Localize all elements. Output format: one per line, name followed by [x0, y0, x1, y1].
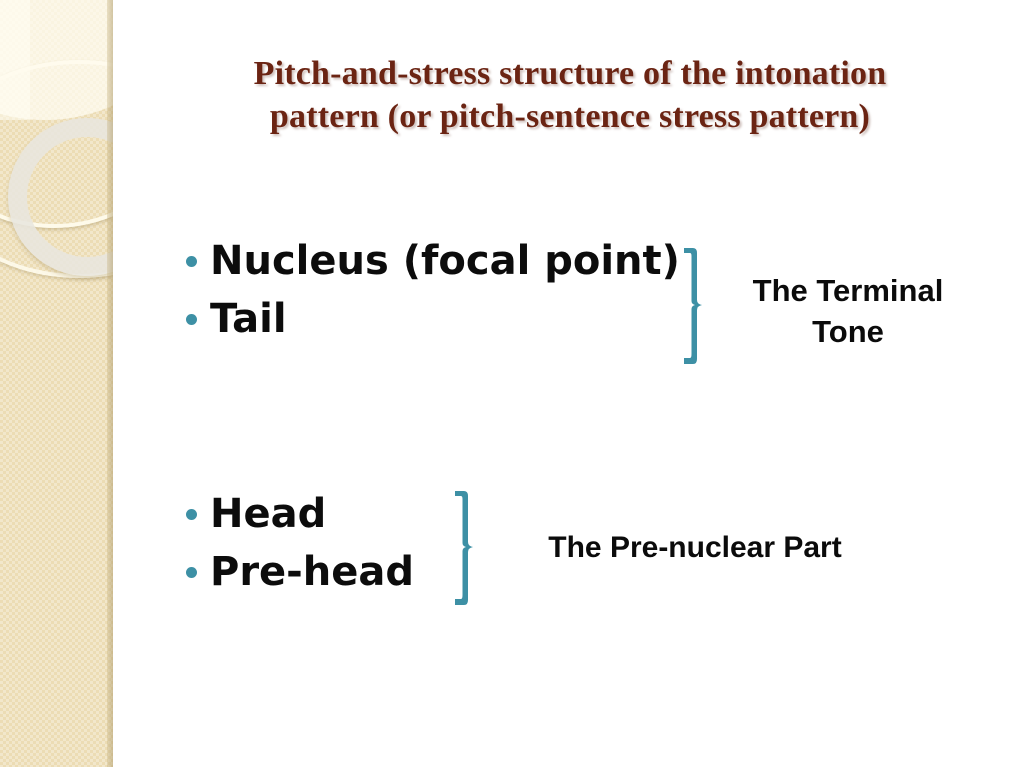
- label-terminal-tone: The Terminal Tone: [722, 271, 974, 353]
- list-item: Nucleus (focal point): [186, 232, 680, 290]
- sidebar-thin-arc-secondary-icon: [0, 60, 113, 278]
- list-item: Tail: [186, 290, 680, 348]
- bullet-list-terminal-tone: Nucleus (focal point) Tail: [186, 232, 680, 348]
- label-terminal-tone-line-1: The Terminal: [752, 273, 944, 308]
- list-item: Head: [186, 485, 414, 543]
- label-terminal-tone-line-2: Tone: [812, 313, 884, 349]
- bullet-dot-icon: [186, 313, 197, 325]
- brace-terminal-tone-icon: [680, 246, 710, 371]
- bullet-dot-icon: [186, 255, 197, 267]
- slide-title-line-1: Pitch-and-stress structure of the intona…: [253, 55, 887, 92]
- slide-title: Pitch-and-stress structure of the intona…: [150, 52, 990, 138]
- list-item-label: Tail: [210, 296, 287, 342]
- bullet-dot-icon: [186, 566, 197, 578]
- slide-title-line-2: pattern (or pitch-sentence stress patter…: [269, 98, 871, 135]
- list-item-label: Nucleus (focal point): [210, 238, 680, 284]
- group-pre-nuclear-part: Head Pre-head: [186, 485, 414, 601]
- group-terminal-tone: Nucleus (focal point) Tail: [186, 232, 680, 348]
- label-pre-nuclear-part: The Pre-nuclear Part: [522, 528, 868, 568]
- bullet-dot-icon: [186, 508, 197, 520]
- label-pre-nuclear-part-line-1: The Pre-nuclear Part: [548, 531, 842, 564]
- list-item-label: Pre-head: [210, 549, 415, 595]
- decorative-sidebar: [0, 0, 113, 767]
- sidebar-edge-stripe: [107, 0, 113, 767]
- bullet-list-pre-nuclear-part: Head Pre-head: [186, 485, 414, 601]
- brace-pre-nuclear-part-icon: [451, 489, 481, 612]
- list-item: Pre-head: [186, 543, 414, 601]
- list-item-label: Head: [210, 491, 327, 537]
